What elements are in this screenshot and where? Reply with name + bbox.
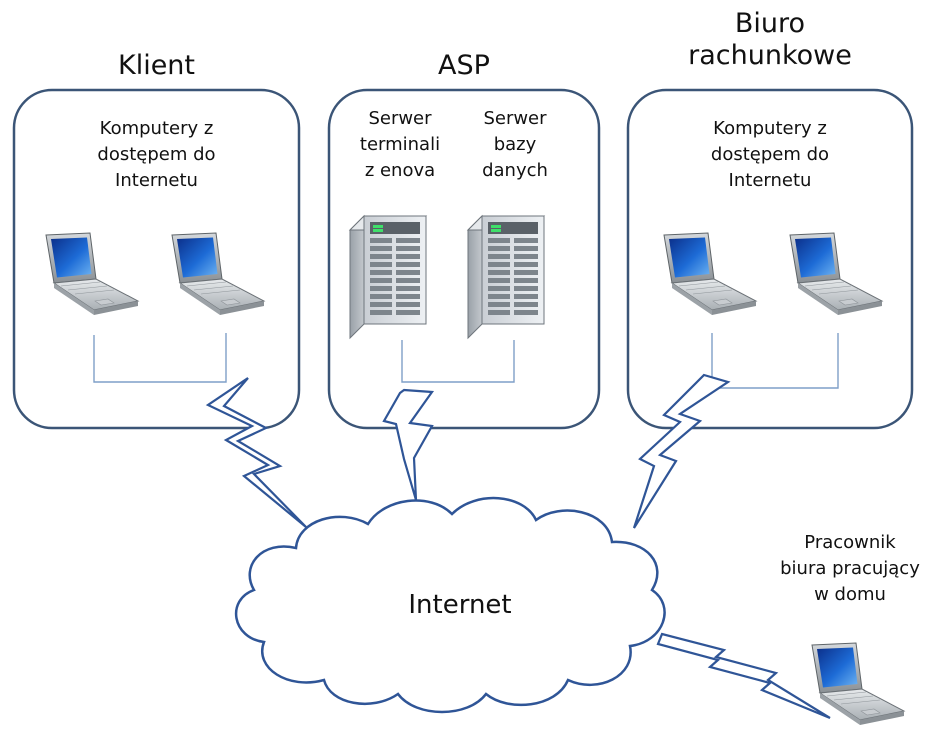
db-server-line: Serwer bbox=[483, 108, 547, 129]
terminal-server-label: Serwer terminali z enova bbox=[345, 106, 455, 184]
server-icon bbox=[467, 215, 545, 339]
home-worker-label: Pracownik biura pracujący w domu bbox=[770, 530, 930, 608]
home-worker-line: biura pracujący bbox=[780, 558, 920, 579]
klient-caption-line: Internetu bbox=[115, 170, 198, 191]
biuro-caption-line: Internetu bbox=[728, 170, 812, 191]
klient-title: Klient bbox=[117, 50, 196, 81]
lightning-link-icon bbox=[656, 632, 831, 720]
biuro-caption-line: Komputery z bbox=[713, 118, 827, 139]
asp-title: ASP bbox=[438, 50, 490, 81]
klient-caption: Komputery z dostępem do Internetu bbox=[40, 116, 273, 194]
db-server-label: Serwer bazy danych bbox=[460, 106, 570, 184]
klient-caption-line: Komputery z bbox=[99, 118, 214, 139]
server-icon bbox=[349, 215, 427, 339]
terminal-server-line: z enova bbox=[364, 160, 436, 181]
db-server-line: bazy bbox=[493, 134, 537, 155]
cloud-icon bbox=[234, 496, 666, 714]
home-worker-line: w domu bbox=[814, 584, 886, 605]
terminal-server-line: terminali bbox=[359, 134, 441, 155]
internet-label: Internet bbox=[408, 590, 512, 620]
biuro-caption-line: dostępem do bbox=[710, 144, 830, 165]
biuro-title: Biuro rachunkowe bbox=[628, 8, 912, 73]
home-worker-line: Pracownik bbox=[804, 532, 896, 553]
biuro-box bbox=[626, 88, 914, 430]
laptop-icon bbox=[811, 642, 905, 726]
biuro-lan-wire bbox=[711, 333, 839, 389]
db-server-line: danych bbox=[482, 160, 548, 181]
klient-lan-wire bbox=[93, 333, 227, 383]
lightning-link-icon bbox=[632, 373, 731, 529]
biuro-title-line: rachunkowe bbox=[688, 40, 852, 72]
klient-box bbox=[12, 88, 301, 430]
biuro-title-line: Biuro bbox=[734, 8, 806, 39]
klient-caption-line: dostępem do bbox=[97, 144, 216, 165]
asp-box bbox=[327, 88, 601, 430]
biuro-caption: Komputery z dostępem do Internetu bbox=[654, 116, 886, 194]
terminal-server-line: Serwer bbox=[368, 108, 432, 129]
asp-lan-wire bbox=[401, 340, 515, 383]
